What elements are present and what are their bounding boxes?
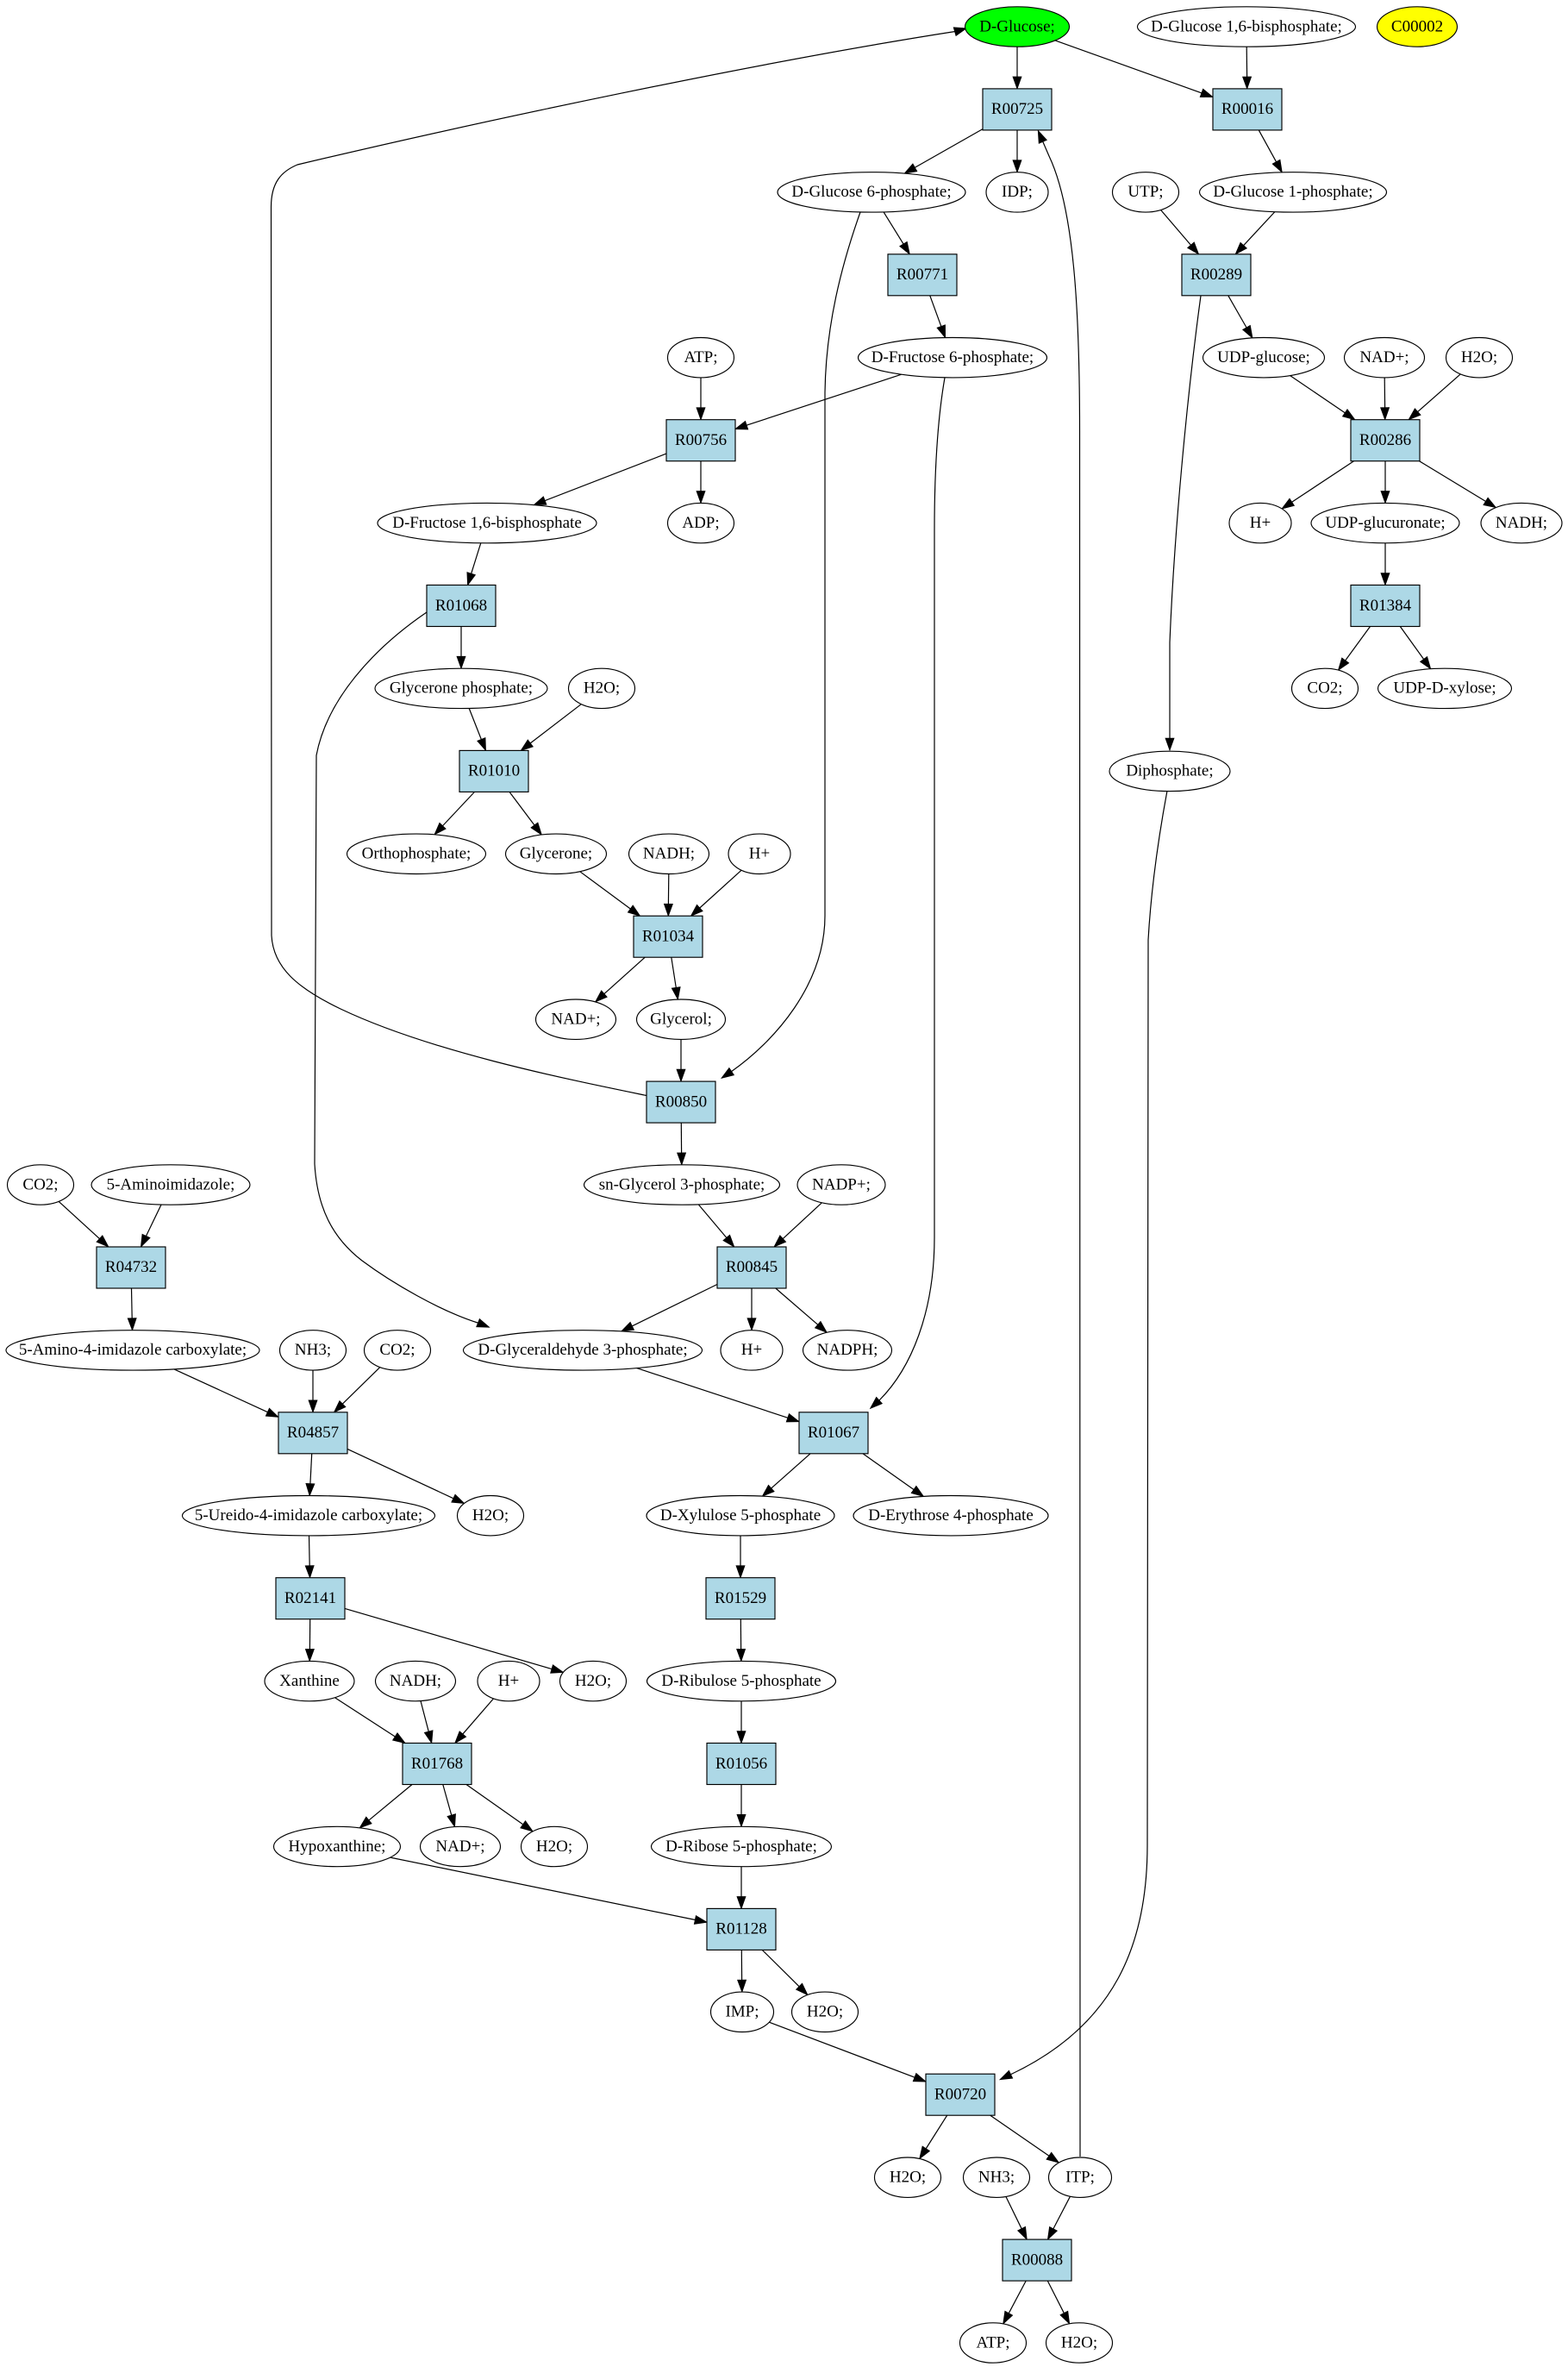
svg-text:NAD+;: NAD+; xyxy=(1359,348,1409,366)
svg-text:IMP;: IMP; xyxy=(725,2003,759,2021)
svg-text:UDP-glucose;: UDP-glucose; xyxy=(1217,348,1310,366)
svg-text:Hypoxanthine;: Hypoxanthine; xyxy=(289,1838,386,1856)
svg-text:H+: H+ xyxy=(498,1672,519,1690)
svg-text:H2O;: H2O; xyxy=(584,679,620,698)
svg-text:NAD+;: NAD+; xyxy=(435,1838,484,1856)
svg-text:NADPH;: NADPH; xyxy=(817,1341,878,1359)
svg-text:Diphosphate;: Diphosphate; xyxy=(1126,762,1213,780)
svg-text:R04732: R04732 xyxy=(105,1258,157,1276)
svg-text:R00289: R00289 xyxy=(1190,266,1242,284)
svg-text:NH3;: NH3; xyxy=(295,1341,331,1359)
svg-text:CO2;: CO2; xyxy=(379,1341,415,1359)
svg-text:NADH;: NADH; xyxy=(1496,514,1547,532)
svg-text:D-Fructose 6-phosphate;: D-Fructose 6-phosphate; xyxy=(871,348,1034,366)
svg-text:D-Xylulose 5-phosphate: D-Xylulose 5-phosphate xyxy=(660,1506,821,1525)
svg-text:ATP;: ATP; xyxy=(684,348,717,366)
svg-text:H2O;: H2O; xyxy=(1061,2333,1097,2351)
svg-text:Xanthine: Xanthine xyxy=(279,1672,340,1690)
svg-text:UDP-D-xylose;: UDP-D-xylose; xyxy=(1393,679,1496,698)
svg-text:H2O;: H2O; xyxy=(807,2003,843,2021)
svg-text:R01768: R01768 xyxy=(411,1755,463,1773)
svg-text:H+: H+ xyxy=(741,1341,762,1359)
svg-text:R01034: R01034 xyxy=(642,928,695,946)
svg-text:H2O;: H2O; xyxy=(472,1506,509,1525)
svg-text:H2O;: H2O; xyxy=(1461,348,1497,366)
svg-text:NADP+;: NADP+; xyxy=(812,1175,871,1193)
svg-text:R01068: R01068 xyxy=(435,597,487,615)
svg-text:D-Glucose 1,6-bisphosphate;: D-Glucose 1,6-bisphosphate; xyxy=(1151,17,1342,35)
svg-text:R00016: R00016 xyxy=(1221,100,1273,118)
svg-text:R00720: R00720 xyxy=(934,2086,986,2104)
svg-text:D-Glucose 1-phosphate;: D-Glucose 1-phosphate; xyxy=(1213,183,1372,201)
svg-text:5-Amino-4-imidazole carboxylat: 5-Amino-4-imidazole carboxylate; xyxy=(19,1341,247,1359)
svg-text:NADH;: NADH; xyxy=(643,845,695,863)
svg-text:R00845: R00845 xyxy=(726,1258,778,1276)
svg-text:R00286: R00286 xyxy=(1359,431,1411,449)
svg-text:D-Erythrose 4-phosphate: D-Erythrose 4-phosphate xyxy=(868,1506,1034,1525)
svg-text:D-Glyceraldehyde 3-phosphate;: D-Glyceraldehyde 3-phosphate; xyxy=(478,1341,687,1359)
svg-text:NAD+;: NAD+; xyxy=(551,1011,600,1029)
svg-text:D-Ribulose 5-phosphate: D-Ribulose 5-phosphate xyxy=(661,1672,821,1690)
svg-text:ATP;: ATP; xyxy=(976,2333,1009,2351)
svg-text:R00850: R00850 xyxy=(655,1093,707,1111)
svg-text:H2O;: H2O; xyxy=(575,1672,611,1690)
svg-text:R01010: R01010 xyxy=(468,762,520,780)
svg-text:ITP;: ITP; xyxy=(1065,2169,1095,2187)
svg-text:R04857: R04857 xyxy=(287,1424,339,1442)
svg-text:R01056: R01056 xyxy=(715,1755,767,1773)
svg-text:R01529: R01529 xyxy=(715,1589,766,1607)
svg-text:D-Ribose 5-phosphate;: D-Ribose 5-phosphate; xyxy=(665,1838,817,1856)
svg-text:R00088: R00088 xyxy=(1011,2251,1063,2269)
svg-text:IDP;: IDP; xyxy=(1002,183,1033,201)
svg-text:5-Ureido-4-imidazole carboxyla: 5-Ureido-4-imidazole carboxylate; xyxy=(195,1506,422,1525)
svg-text:UTP;: UTP; xyxy=(1128,183,1163,201)
svg-text:Glycerone phosphate;: Glycerone phosphate; xyxy=(390,679,533,698)
svg-text:H+: H+ xyxy=(1250,514,1271,532)
svg-text:R00771: R00771 xyxy=(896,266,948,284)
svg-text:R00725: R00725 xyxy=(991,100,1043,118)
svg-text:sn-Glycerol 3-phosphate;: sn-Glycerol 3-phosphate; xyxy=(599,1175,765,1193)
svg-text:H+: H+ xyxy=(749,845,770,863)
svg-text:C00002: C00002 xyxy=(1391,17,1443,35)
svg-text:H2O;: H2O; xyxy=(890,2169,926,2187)
svg-text:R01067: R01067 xyxy=(808,1424,859,1442)
svg-text:CO2;: CO2; xyxy=(22,1175,58,1193)
svg-text:Glycerone;: Glycerone; xyxy=(520,845,592,863)
svg-text:D-Fructose 1,6-bisphosphate: D-Fructose 1,6-bisphosphate xyxy=(392,514,582,532)
svg-text:UDP-glucuronate;: UDP-glucuronate; xyxy=(1325,514,1445,532)
svg-text:5-Aminoimidazole;: 5-Aminoimidazole; xyxy=(107,1175,235,1193)
svg-text:D-Glucose;: D-Glucose; xyxy=(979,17,1055,35)
svg-text:R01128: R01128 xyxy=(715,1920,766,1938)
svg-text:Glycerol;: Glycerol; xyxy=(650,1011,712,1029)
svg-text:NADH;: NADH; xyxy=(390,1672,441,1690)
svg-text:Orthophosphate;: Orthophosphate; xyxy=(362,845,472,863)
svg-text:CO2;: CO2; xyxy=(1307,679,1342,698)
svg-text:R00756: R00756 xyxy=(675,431,727,449)
svg-text:R02141: R02141 xyxy=(284,1589,336,1607)
svg-text:D-Glucose 6-phosphate;: D-Glucose 6-phosphate; xyxy=(791,183,951,201)
svg-text:ADP;: ADP; xyxy=(682,514,719,532)
svg-text:H2O;: H2O; xyxy=(536,1838,572,1856)
svg-text:NH3;: NH3; xyxy=(978,2169,1015,2187)
svg-text:R01384: R01384 xyxy=(1359,597,1412,615)
